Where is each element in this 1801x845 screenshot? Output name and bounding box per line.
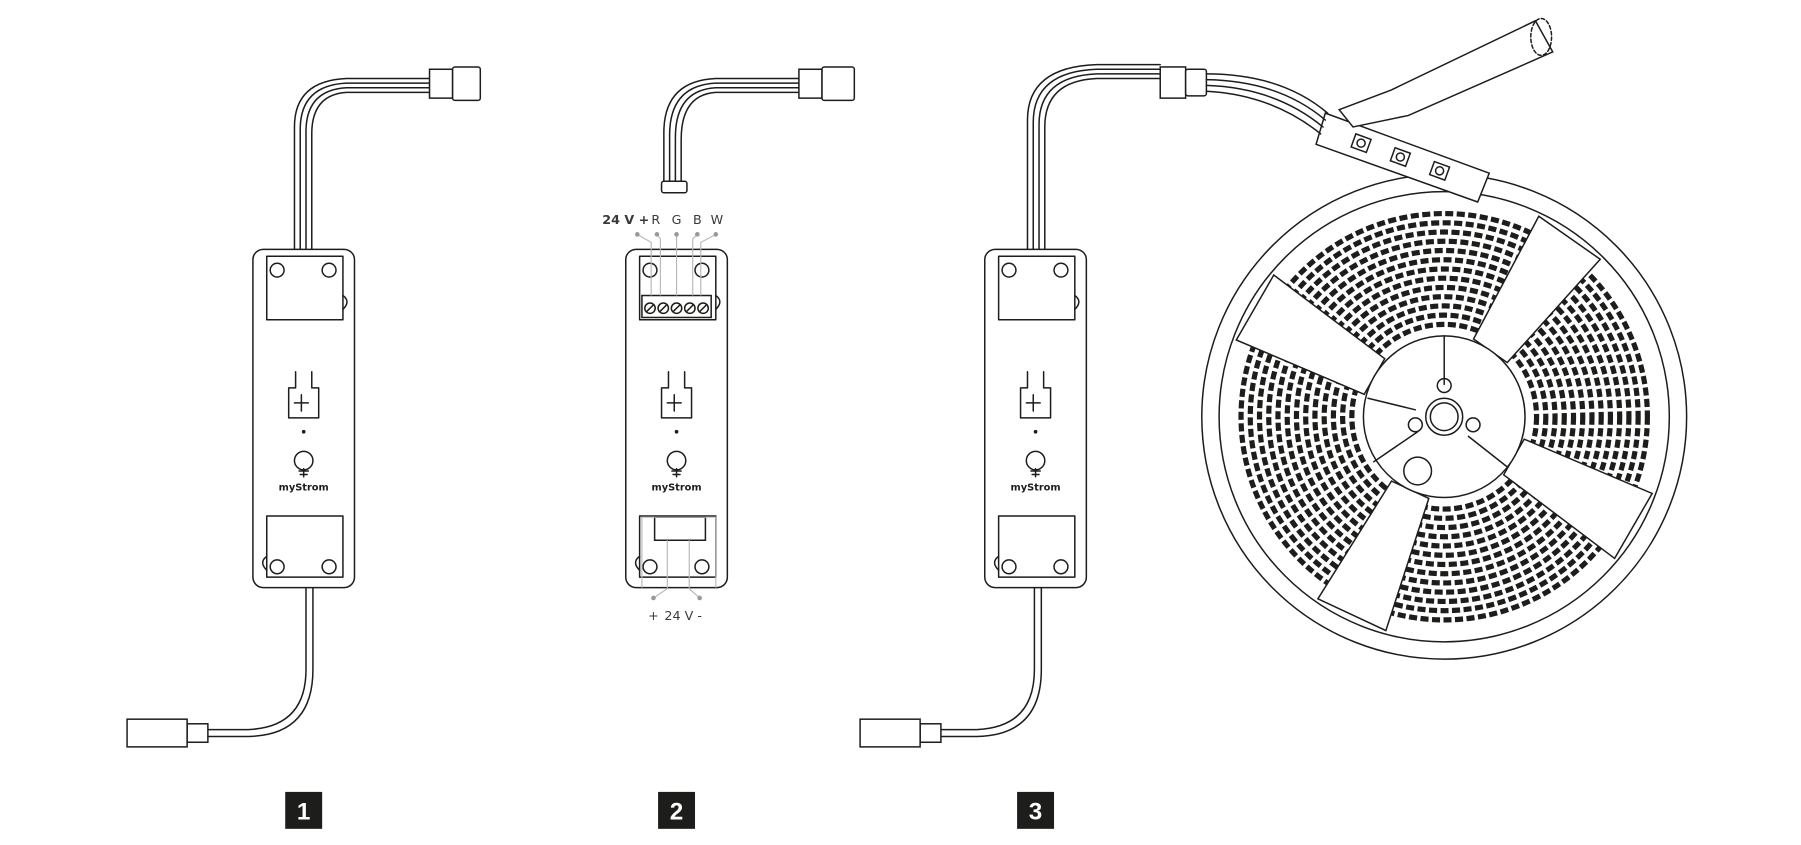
label-plus: + — [648, 608, 659, 623]
led-chip — [1428, 160, 1451, 182]
terminal-screw — [657, 302, 670, 315]
led-lens — [1395, 152, 1406, 162]
terminal-screw-slot — [659, 304, 668, 313]
led-chip — [1350, 132, 1373, 154]
terminal-screw — [644, 302, 656, 315]
mystrom-logo: myStrom — [651, 483, 701, 494]
label-24v: 24 V — [664, 608, 693, 623]
step-badge-2 — [658, 791, 696, 829]
strip-winding — [1340, 312, 1549, 521]
strip-winding — [1303, 275, 1586, 558]
terminal-screw-slot — [645, 304, 655, 313]
label-minus: - — [697, 608, 702, 623]
top-labels: 24 V + R G B W — [602, 212, 723, 227]
strip-winding — [1321, 294, 1567, 540]
terminal-screw — [697, 302, 710, 315]
terminal-screw-slot — [698, 304, 708, 313]
terminal-screw-slot — [672, 304, 681, 313]
controller-1: myStrom 1 — [126, 66, 482, 829]
label-b: B — [693, 212, 702, 227]
strip-winding — [1256, 229, 1632, 605]
controller-3-with-strip: myStrom 3 — [859, 17, 1688, 829]
step-badge-3 — [1017, 791, 1055, 829]
led-lens — [1356, 138, 1366, 148]
step-number: 2 — [670, 799, 683, 826]
step-number: 3 — [1029, 799, 1042, 826]
led-chip — [1389, 146, 1412, 168]
mystrom-logo: myStrom — [1011, 483, 1061, 494]
step-badge-1 — [285, 791, 323, 829]
strip-winding — [1266, 238, 1623, 595]
label-r: R — [651, 212, 660, 227]
strip-winding — [1330, 303, 1558, 531]
label-24v-plus: 24 V + — [602, 212, 649, 227]
strip-winding — [1349, 321, 1540, 512]
mystrom-logo: myStrom — [279, 483, 329, 494]
step-number: 1 — [297, 799, 310, 826]
strip-winding — [1275, 247, 1614, 586]
strip-winding — [1247, 220, 1641, 614]
led-lens — [1434, 166, 1445, 176]
controller-2: 24 V + R G B W + 24 V - myStrom 2 — [602, 66, 856, 829]
strip-winding — [1238, 210, 1650, 623]
strip-winding — [1284, 257, 1604, 577]
label-w: W — [711, 212, 724, 227]
terminal-screw — [683, 302, 696, 315]
label-g: G — [672, 212, 682, 227]
terminal-screw-slot — [685, 304, 695, 313]
terminal-screw — [670, 302, 683, 315]
strip-winding — [1293, 266, 1595, 568]
strip-winding — [1312, 284, 1577, 549]
led-strip-reel — [1201, 173, 1688, 660]
